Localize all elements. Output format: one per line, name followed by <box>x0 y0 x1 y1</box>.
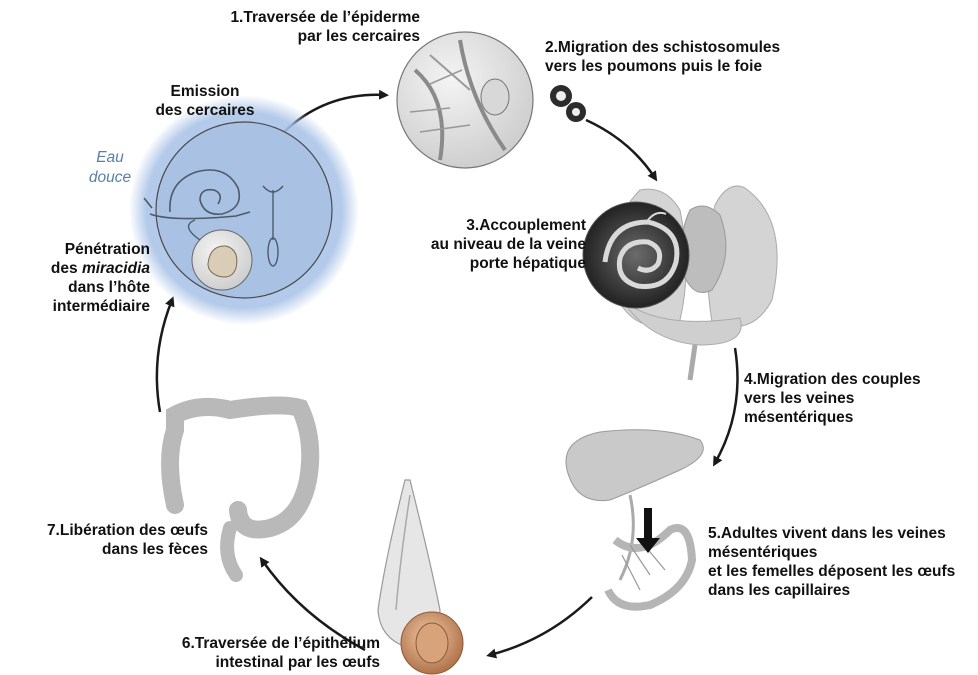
label-step3: 3.Accouplement au niveau de la veine por… <box>380 216 586 273</box>
label-step2: 2.Migration des schistosomules vers les … <box>545 38 780 76</box>
label-water: Eau douce <box>80 148 140 188</box>
label-step4: 4.Migration des couples vers les veines … <box>744 370 921 427</box>
label-step7: 7.Libération des œufs dans les fèces <box>10 521 208 559</box>
label-penetration: Pénétration des miracidia dans l’hôte in… <box>10 240 150 316</box>
label-emission: Emission des cercaires <box>140 82 270 120</box>
label-step1: 1.Traversée de l’épiderme par les cercai… <box>190 8 420 46</box>
label-step5: 5.Adultes vivent dans les veines mésenté… <box>708 524 955 600</box>
label-step6: 6.Traversée de l’épithélium intestinal p… <box>150 634 380 672</box>
